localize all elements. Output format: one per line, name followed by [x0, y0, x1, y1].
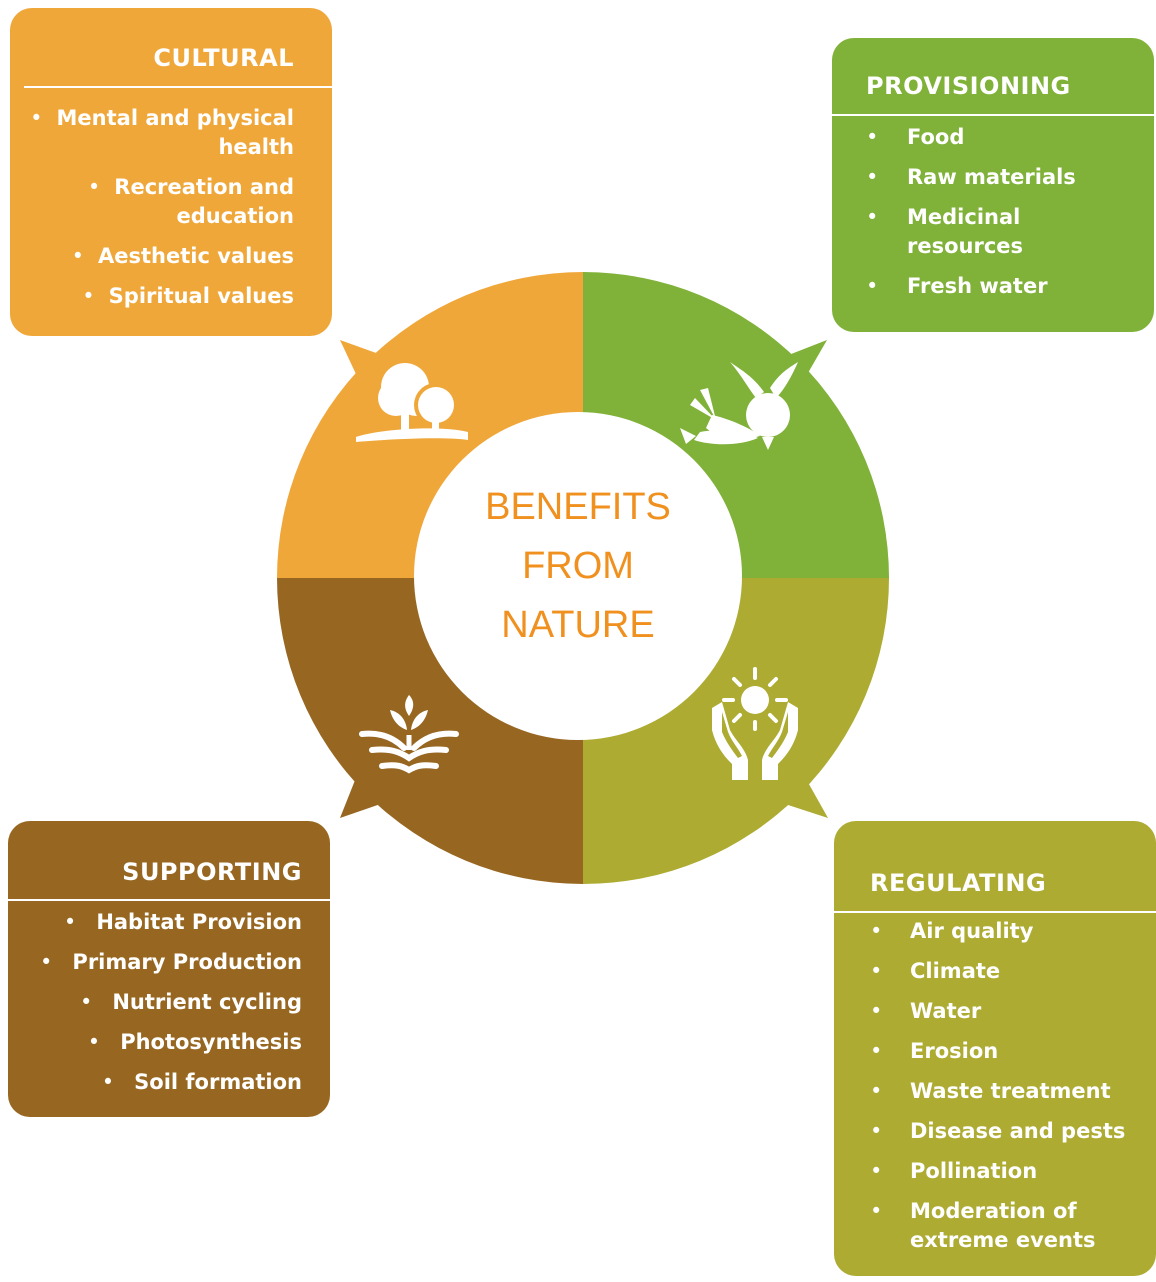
- trees-icon: [356, 363, 468, 442]
- list-item: Spiritual values: [24, 282, 294, 311]
- list-item: Soil formation: [12, 1068, 302, 1097]
- list-item: Fresh water: [866, 272, 1141, 301]
- vegetables-icon: [680, 362, 798, 450]
- regulating-list: Air quality Climate Water Erosion Waste …: [870, 917, 1150, 1266]
- supporting-divider: [8, 899, 330, 901]
- provisioning-title: PROVISIONING: [866, 72, 1071, 100]
- list-item: Primary Production: [12, 948, 302, 977]
- list-item: Air quality: [870, 917, 1150, 946]
- cultural-box: CULTURAL Mental and physical health Recr…: [10, 8, 332, 336]
- cultural-divider: [24, 86, 332, 88]
- regulating-divider: [834, 911, 1156, 913]
- list-item: Waste treatment: [870, 1077, 1150, 1106]
- supporting-title: SUPPORTING: [122, 858, 302, 886]
- list-item: Disease and pests: [870, 1117, 1150, 1146]
- provisioning-list: Food Raw materials Medicinal resources F…: [866, 123, 1141, 312]
- list-item: Raw materials: [866, 163, 1141, 192]
- list-item: Habitat Provision: [12, 908, 302, 937]
- supporting-box: SUPPORTING Habitat Provision Primary Pro…: [8, 821, 330, 1117]
- regulating-box: REGULATING Air quality Climate Water Ero…: [834, 821, 1156, 1276]
- list-item: Erosion: [870, 1037, 1150, 1066]
- center-title-line: NATURE: [501, 604, 655, 646]
- center-circle: [414, 412, 742, 740]
- list-item: Medicinal resources: [866, 203, 1141, 261]
- list-item: Water: [870, 997, 1150, 1026]
- center-title-line: FROM: [522, 545, 634, 587]
- cultural-title: CULTURAL: [153, 44, 294, 72]
- provisioning-divider: [832, 114, 1154, 116]
- center-title: BENEFITS FROM NATURE: [418, 478, 738, 655]
- sprout-soil-icon: [359, 695, 459, 774]
- list-item: Pollination: [870, 1157, 1150, 1186]
- hands-sun-icon: [712, 667, 798, 780]
- center-title-line: BENEFITS: [485, 486, 671, 528]
- list-item: Climate: [870, 957, 1150, 986]
- list-item: Recreation and education: [24, 173, 294, 231]
- list-item: Moderation of extreme events: [870, 1197, 1150, 1255]
- list-item: Food: [866, 123, 1141, 152]
- provisioning-box: PROVISIONING Food Raw materials Medicina…: [832, 38, 1154, 332]
- supporting-list: Habitat Provision Primary Production Nut…: [12, 908, 302, 1108]
- list-item: Mental and physical health: [24, 104, 294, 162]
- list-item: Photosynthesis: [12, 1028, 302, 1057]
- cultural-list: Mental and physical health Recreation an…: [24, 104, 294, 322]
- list-item: Nutrient cycling: [12, 988, 302, 1017]
- list-item: Aesthetic values: [24, 242, 294, 271]
- regulating-title: REGULATING: [870, 869, 1047, 897]
